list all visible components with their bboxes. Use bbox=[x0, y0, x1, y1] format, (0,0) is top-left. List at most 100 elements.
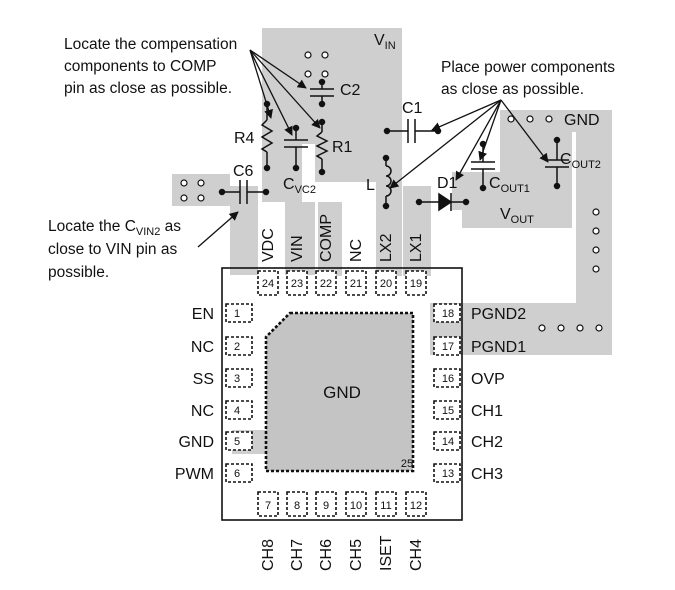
cout2-capacitor bbox=[545, 136, 569, 190]
pin-label-13: CH3 bbox=[471, 466, 503, 483]
pad-pin-16 bbox=[433, 368, 461, 388]
arrow-to-d1 bbox=[455, 99, 502, 181]
pin-number-14: 14 bbox=[442, 436, 454, 448]
pad-pin-21 bbox=[345, 270, 367, 296]
pin-number-12: 12 bbox=[410, 500, 422, 512]
exposed-pad-label: GND bbox=[323, 383, 361, 402]
pad-pin-19 bbox=[405, 270, 427, 296]
arrow-to-r4 bbox=[249, 49, 273, 119]
cvc2-capacitor bbox=[284, 124, 308, 172]
vout-label: VOUT bbox=[500, 206, 534, 226]
pad-pin-1 bbox=[225, 303, 253, 323]
pin-number-10: 10 bbox=[350, 500, 362, 512]
vin-vias bbox=[304, 51, 329, 78]
power-note-line1: Place power components bbox=[441, 59, 615, 76]
gnd-vias-top bbox=[507, 115, 553, 123]
pin-number-18: 18 bbox=[442, 308, 454, 320]
r1-label: R1 bbox=[332, 139, 353, 156]
pin-label-1: EN bbox=[192, 306, 214, 323]
pad-pin-14 bbox=[433, 431, 461, 451]
arrow-to-inductor bbox=[389, 99, 502, 189]
pin-number-3: 3 bbox=[234, 373, 240, 385]
pin-number-22: 22 bbox=[320, 278, 332, 290]
pad-pin-23 bbox=[286, 270, 308, 296]
pin-number-4: 4 bbox=[234, 405, 240, 417]
pin-number-9: 9 bbox=[323, 500, 329, 512]
pin-label-2: NC bbox=[191, 339, 214, 356]
pin-label-11: ISET bbox=[378, 535, 395, 571]
inductor-l bbox=[382, 154, 392, 210]
c1-capacitor bbox=[383, 119, 442, 143]
pin-label-18: PGND2 bbox=[471, 306, 526, 323]
pad-pin-8 bbox=[286, 491, 308, 517]
exposed-pad bbox=[264, 311, 415, 473]
vin-copper bbox=[262, 28, 402, 275]
arrow-to-cvc2 bbox=[249, 49, 293, 136]
cvin2-note-line2: close to VIN pin as bbox=[48, 241, 177, 258]
pad-pin-20 bbox=[375, 270, 397, 296]
pin-number-2: 2 bbox=[234, 341, 240, 353]
pin-label-3: SS bbox=[193, 371, 214, 388]
annotation-arrows bbox=[197, 49, 549, 248]
pin-number-19: 19 bbox=[410, 278, 422, 290]
c6-copper bbox=[172, 174, 258, 275]
c6-capacitor bbox=[218, 180, 270, 204]
vin-node: VIN bbox=[304, 32, 396, 78]
pad-pin-18 bbox=[433, 303, 461, 323]
pin-number-16: 16 bbox=[442, 373, 454, 385]
diode-d1 bbox=[415, 192, 470, 212]
pin-label-10: CH5 bbox=[348, 539, 365, 571]
pin-number-8: 8 bbox=[294, 500, 300, 512]
pad-pin-24 bbox=[257, 270, 279, 296]
pin-label-17: PGND1 bbox=[471, 339, 526, 356]
exposed-pad-number: 25 bbox=[401, 458, 413, 470]
pin-number-24: 24 bbox=[262, 278, 274, 290]
c6-vias bbox=[180, 179, 205, 202]
package-body bbox=[221, 267, 463, 521]
pin-number-17: 17 bbox=[442, 341, 454, 353]
pad-pin-4 bbox=[225, 400, 253, 420]
arrow-to-cout2 bbox=[500, 99, 549, 163]
pad-pin-12 bbox=[405, 491, 427, 517]
pgnd-copper bbox=[430, 110, 612, 355]
power-note: Place power components as close as possi… bbox=[441, 59, 615, 98]
copper-traces bbox=[172, 28, 612, 454]
comp-note: Locate the compensation components to CO… bbox=[64, 36, 237, 97]
cout1-label: COUT1 bbox=[489, 175, 530, 195]
pin-label-23: VIN bbox=[289, 235, 306, 262]
pad-pin-2 bbox=[225, 336, 253, 356]
arrow-to-c6 bbox=[197, 211, 239, 248]
pin-number-7: 7 bbox=[265, 500, 271, 512]
comp-note-line2: components to COMP bbox=[64, 58, 216, 75]
r4-label: R4 bbox=[234, 130, 255, 147]
pin-label-16: OVP bbox=[471, 371, 505, 388]
pin-number-1: 1 bbox=[234, 308, 240, 320]
pin-label-19: LX1 bbox=[408, 233, 425, 262]
c2-label: C2 bbox=[340, 82, 361, 99]
comp-note-line1: Locate the compensation bbox=[64, 36, 237, 53]
c2-capacitor bbox=[310, 78, 334, 108]
pin-label-14: CH2 bbox=[471, 434, 503, 451]
pad-pin-11 bbox=[375, 491, 397, 517]
pin-number-5: 5 bbox=[234, 436, 240, 448]
pad-pin-22 bbox=[315, 270, 337, 296]
arrow-to-r1 bbox=[249, 49, 321, 129]
pin-number-6: 6 bbox=[234, 468, 240, 480]
cvc2-label: CVC2 bbox=[283, 176, 316, 196]
pad-pin-17 bbox=[433, 336, 461, 356]
gnd-net-label: GND bbox=[564, 112, 600, 129]
pin-number-11: 11 bbox=[380, 500, 391, 512]
pad-pin-6 bbox=[225, 463, 253, 483]
pad-pin-3 bbox=[225, 368, 253, 388]
vin-label: VIN bbox=[374, 32, 396, 52]
power-note-line2: as close as possible. bbox=[441, 81, 584, 98]
pin-label-24: VDC bbox=[260, 228, 277, 262]
pin-label-9: CH6 bbox=[318, 539, 335, 571]
pad-pin-7 bbox=[257, 491, 279, 517]
pin-label-12: CH4 bbox=[408, 539, 425, 571]
pin-label-6: PWM bbox=[175, 466, 214, 483]
